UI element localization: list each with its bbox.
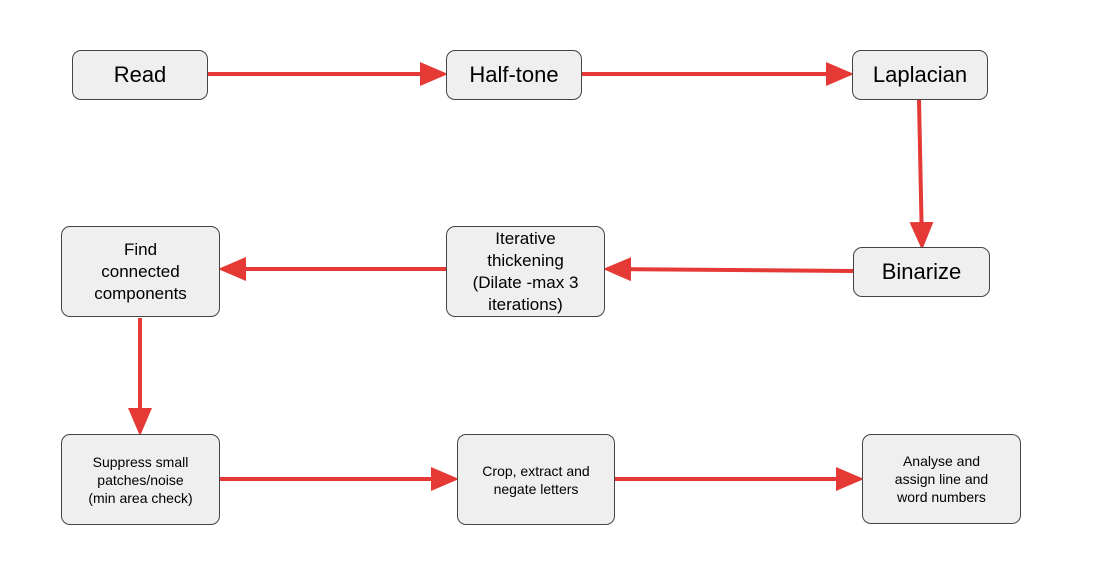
- node-analyse-assign: Analyse and assign line and word numbers: [862, 434, 1021, 524]
- node-laplacian: Laplacian: [852, 50, 988, 100]
- node-halftone: Half-tone: [446, 50, 582, 100]
- arrow-laplacian-to-binarize: [909, 99, 934, 250]
- node-find-connected-components: Find connected components: [61, 226, 220, 317]
- node-binarize: Binarize: [853, 247, 990, 297]
- arrow-binarize-to-thickening: [603, 257, 854, 282]
- node-suppress-small-patches: Suppress small patches/noise (min area c…: [61, 434, 220, 525]
- node-read: Read: [72, 50, 208, 100]
- node-crop-extract-negate: Crop, extract and negate letters: [457, 434, 615, 525]
- node-iterative-thickening: Iterative thickening (Dilate -max 3 iter…: [446, 226, 605, 317]
